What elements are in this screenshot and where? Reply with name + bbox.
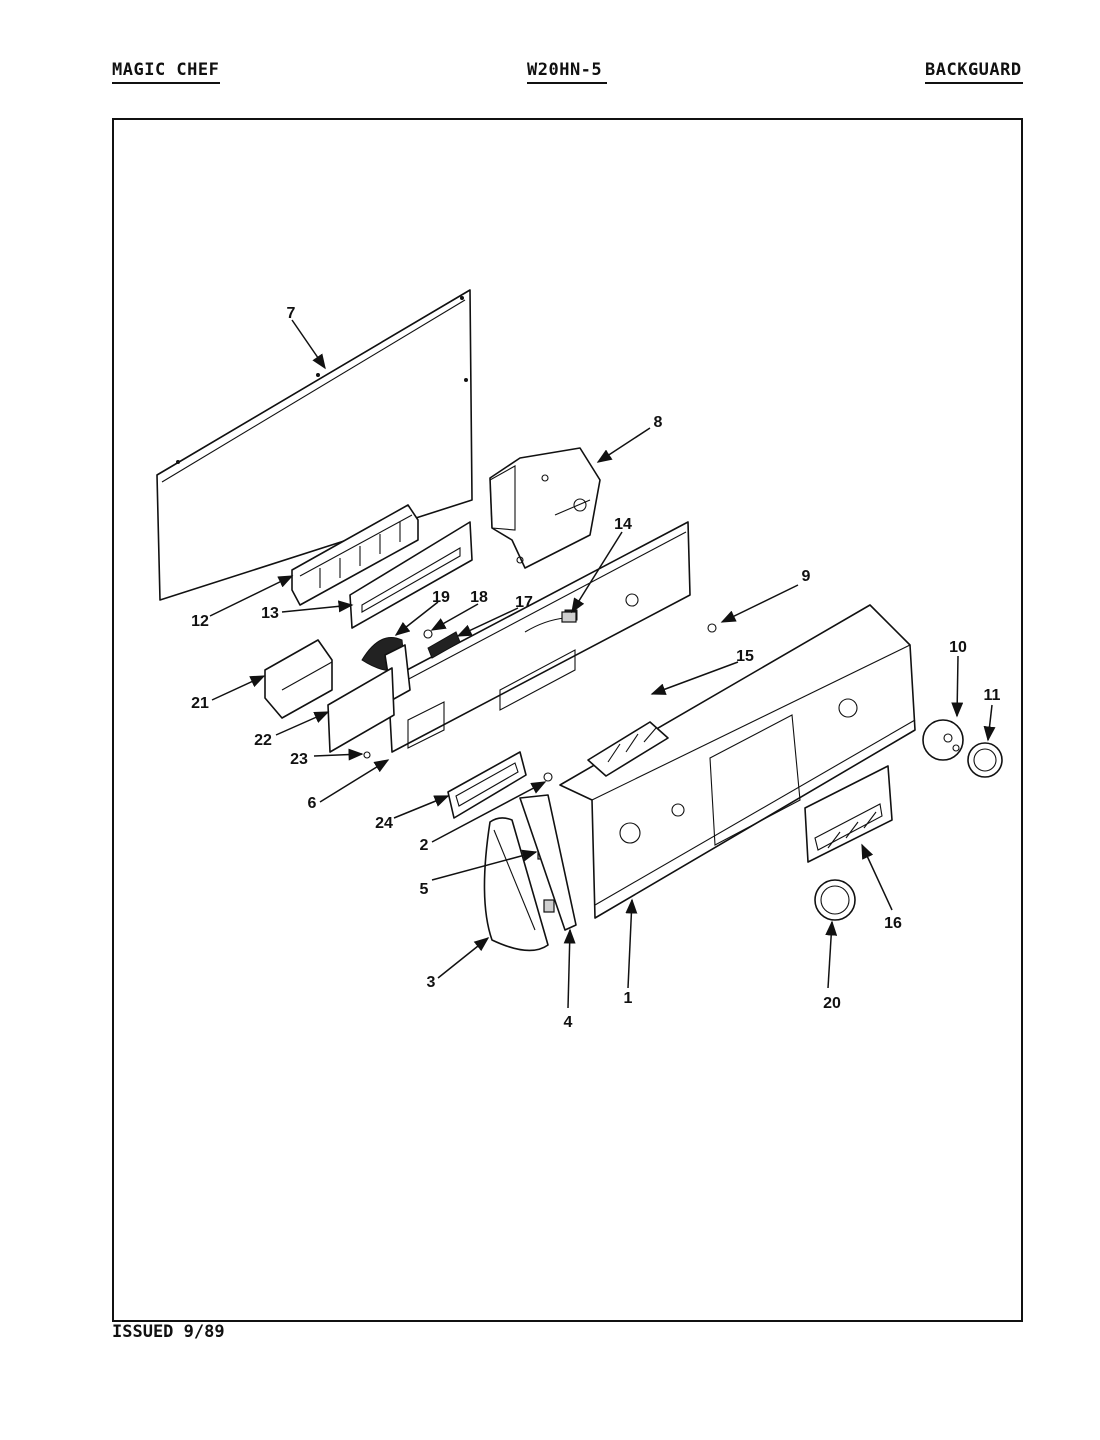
leader-12 [209, 575, 294, 617]
leader-1 [625, 898, 638, 989]
part-23-screw [363, 751, 371, 759]
leader-9 [720, 584, 799, 623]
part-16-control-bezel [804, 765, 893, 863]
callout-5: 5 [420, 881, 429, 898]
part-21-switch [264, 639, 333, 719]
leader-4 [563, 928, 576, 1009]
callout-13: 13 [261, 605, 279, 622]
callout-21: 21 [191, 695, 209, 712]
part-8-valve-assembly [489, 447, 601, 569]
leader-13 [281, 600, 354, 613]
leader-22 [275, 711, 330, 736]
part-4-trim-strip [519, 794, 577, 931]
callout-16: 16 [884, 915, 902, 932]
part-11-knob [967, 742, 1003, 778]
callout-15: 15 [736, 648, 754, 665]
leader-8 [596, 427, 651, 463]
part-15-indicator-bezel [587, 721, 669, 777]
leader-3 [437, 937, 490, 979]
callout-10: 10 [949, 639, 967, 656]
leader-14 [571, 531, 623, 614]
callout-numbers: 7 8 9 10 11 12 13 14 15 16 17 18 19 20 2… [191, 305, 1000, 1031]
leader-5 [431, 849, 538, 881]
part-10-knob-insert [922, 719, 964, 761]
part-22-switch-bracket [327, 667, 395, 753]
leader-19 [394, 601, 439, 636]
part-12-switch-bank [291, 504, 419, 606]
callout-9: 9 [802, 568, 811, 585]
callout-3: 3 [427, 974, 436, 991]
leader-lines [209, 319, 996, 1009]
issued-date: ISSUED 9/89 [112, 1322, 225, 1342]
part-1-backguard-housing [559, 604, 916, 919]
leader-6 [319, 759, 390, 803]
leader-17 [456, 607, 519, 637]
leader-24 [393, 795, 450, 819]
callout-8: 8 [654, 414, 663, 431]
section-label: BACKGUARD [925, 60, 1022, 80]
callout-23: 23 [290, 751, 308, 768]
model-label: W20HN-5 [527, 60, 603, 80]
diagram-frame [112, 118, 1023, 1322]
leader-11 [983, 704, 996, 742]
callout-17: 17 [515, 594, 533, 611]
callout-24: 24 [375, 815, 393, 832]
section-underline [925, 82, 1023, 84]
callout-1: 1 [624, 990, 633, 1007]
callout-19: 19 [432, 589, 450, 606]
leader-2 [431, 781, 547, 843]
part-13-bracket [349, 521, 473, 629]
callout-22: 22 [254, 732, 272, 749]
callout-18: 18 [470, 589, 488, 606]
leader-16 [861, 843, 893, 911]
leader-23 [313, 748, 364, 761]
callout-14: 14 [614, 516, 632, 533]
callout-2: 2 [420, 837, 429, 854]
callout-20: 20 [823, 995, 841, 1012]
brand-label: MAGIC CHEF [112, 60, 220, 80]
part-18-screw [423, 629, 433, 639]
brand-underline [112, 82, 220, 84]
part-2-screw [543, 772, 553, 782]
leader-20 [825, 920, 838, 989]
part-9-screw [707, 623, 717, 633]
callout-7: 7 [287, 305, 296, 322]
leader-18 [430, 603, 479, 631]
leader-10 [951, 655, 964, 718]
callout-12: 12 [191, 613, 209, 630]
callout-6: 6 [308, 795, 317, 812]
model-underline [527, 82, 607, 84]
part-24-lens [447, 751, 527, 819]
part-6-control-panel [387, 521, 691, 753]
callout-4: 4 [564, 1014, 573, 1031]
leader-15 [650, 661, 739, 695]
part-20-knob [814, 879, 856, 921]
leader-7 [291, 319, 326, 370]
leader-21 [211, 675, 266, 701]
part-17-terminal-strip [427, 631, 461, 659]
part-3-end-cap [483, 817, 549, 952]
callout-11: 11 [984, 687, 1001, 704]
